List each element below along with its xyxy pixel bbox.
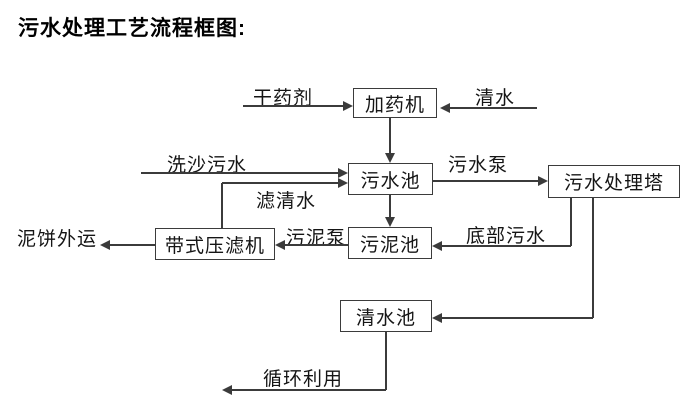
node-belt-filter-press-label: 带式压滤机 <box>164 235 265 257</box>
arrowhead-left-icon <box>440 103 450 113</box>
node-clean-water-pool: 清水池 <box>340 300 432 332</box>
node-belt-filter-press: 带式压滤机 <box>155 228 275 260</box>
edge-recycle-riser <box>385 332 387 390</box>
arrowhead-down-icon <box>385 217 395 227</box>
edge-filtered-water-riser <box>221 183 223 228</box>
arrowhead-right-icon <box>343 101 353 111</box>
flow-label-sludge-pump: 污泥泵 <box>286 228 347 249</box>
edge-tower-to-clean-water-line <box>441 317 593 319</box>
node-sludge-pool: 污泥池 <box>348 227 432 259</box>
node-clean-water-pool-label: 清水池 <box>355 307 416 329</box>
flow-label-mud-cake-out: 泥饼外运 <box>17 229 98 250</box>
arrowhead-left-icon <box>275 240 285 250</box>
flow-label-filtered-water: 滤清水 <box>256 191 317 212</box>
edge-clean-water-line <box>450 107 537 109</box>
edge-mud-cake-out-line <box>109 244 155 246</box>
arrowhead-left-icon <box>432 241 442 251</box>
arrowhead-left-icon <box>222 385 232 395</box>
edge-tower-to-clean-water-riser <box>592 198 594 318</box>
arrowhead-right-icon <box>538 176 548 186</box>
arrowhead-down-icon <box>385 153 395 163</box>
flow-label-recycle-use: 循环利用 <box>263 369 344 390</box>
node-treatment-tower-label: 污水处理塔 <box>563 173 664 194</box>
edge-sewage-to-sludge-line <box>389 195 391 218</box>
edge-bottom-sewage-line <box>441 245 571 247</box>
edge-filtered-water-line <box>222 182 339 184</box>
node-dosing-machine-label: 加药机 <box>364 94 425 116</box>
node-dosing-machine: 加药机 <box>353 88 437 118</box>
node-sewage-pool: 污水池 <box>348 163 433 195</box>
flow-label-bottom-sewage: 底部污水 <box>466 226 547 247</box>
arrowhead-right-icon <box>338 178 348 188</box>
node-sewage-pool-label: 污水池 <box>360 170 421 192</box>
edge-sand-washing-sewage-line <box>141 172 339 174</box>
arrowhead-right-icon <box>338 168 348 178</box>
edge-sewage-pump-line <box>433 180 539 182</box>
flow-label-sewage-pump: 污水泵 <box>448 155 509 176</box>
node-treatment-tower: 污水处理塔 <box>548 165 680 198</box>
edge-dosing-to-sewage-line <box>389 118 391 154</box>
edge-sludge-pump-line <box>284 244 348 246</box>
flow-label-dry-agent: 干药剂 <box>253 88 314 109</box>
edge-bottom-sewage-riser <box>570 198 572 246</box>
edge-dry-agent-line <box>243 105 344 107</box>
page-title: 污水处理工艺流程框图: <box>18 17 246 40</box>
flow-label-clean-water: 清水 <box>475 88 516 109</box>
node-sludge-pool-label: 污泥池 <box>359 234 420 256</box>
edge-recycle-line <box>231 389 386 391</box>
arrowhead-left-icon <box>100 240 110 250</box>
arrowhead-left-icon <box>432 313 442 323</box>
flow-label-sand-washing-sewage: 洗沙污水 <box>167 155 248 176</box>
